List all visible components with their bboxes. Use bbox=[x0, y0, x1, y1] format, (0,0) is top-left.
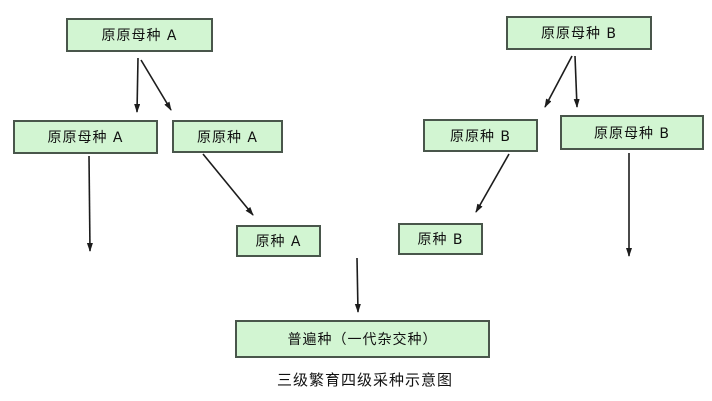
arrow bbox=[140, 59, 172, 111]
node-original-seed-a: 原种 A bbox=[236, 225, 321, 257]
arrow bbox=[475, 153, 510, 213]
node-foundation-stock-b: 原原种 B bbox=[423, 119, 538, 152]
node-foundation-mother-a-2: 原原母种 A bbox=[13, 120, 158, 154]
arrow bbox=[134, 57, 141, 113]
arrow bbox=[573, 55, 580, 108]
arrow bbox=[86, 155, 93, 252]
node-foundation-stock-a: 原原种 A bbox=[172, 120, 283, 153]
arrows-group bbox=[86, 55, 632, 313]
node-common-seed: 普遍种（一代杂交种） bbox=[235, 320, 490, 358]
diagram-caption: 三级繁育四级采种示意图 bbox=[276, 371, 453, 389]
node-foundation-mother-b-2: 原原母种 B bbox=[560, 115, 704, 150]
arrow bbox=[544, 55, 573, 108]
node-original-seed-b: 原种 B bbox=[398, 223, 483, 255]
node-foundation-mother-b: 原原母种 B bbox=[506, 16, 652, 50]
arrow bbox=[354, 257, 361, 313]
node-foundation-mother-a: 原原母种 A bbox=[66, 18, 213, 52]
arrow bbox=[202, 153, 254, 216]
